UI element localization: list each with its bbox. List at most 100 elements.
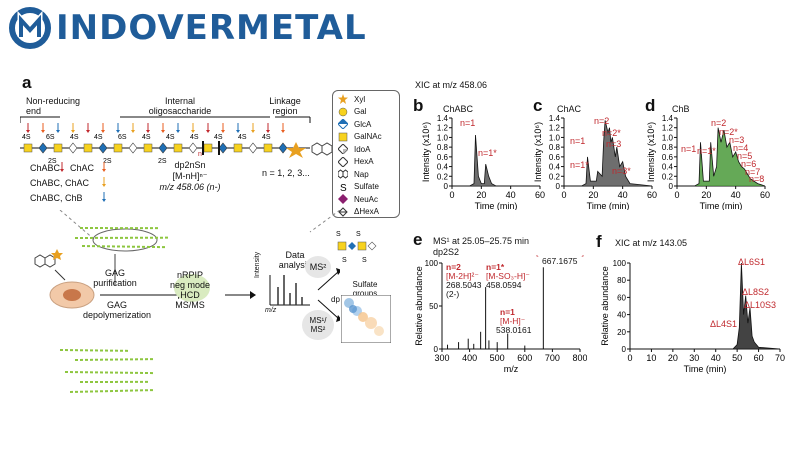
panel-f-chart: 010203040506070020406080100Time (min)Rel…: [598, 255, 788, 375]
x-tick-label: 20: [476, 190, 486, 200]
panel-b-chart: 020406000.20.40.60.81.01.21.4Time (min)I…: [420, 110, 545, 210]
diamond-outline-icon: [337, 157, 349, 167]
sulfate-top-label: 6S: [46, 134, 55, 141]
cleavage-arrowhead: [251, 130, 255, 133]
enzyme-arrows: [60, 160, 110, 205]
method-label: nRPIP neg mode HCD MS/MS: [165, 270, 215, 310]
peak-label: n=1: [460, 118, 475, 128]
x-tick-label: 60: [754, 353, 764, 363]
x-axis-label: m/z: [504, 364, 519, 374]
legend-label: IdoA: [354, 145, 370, 154]
panel-e-chart: 300400500600700800050100m/zRelative abun…: [412, 255, 587, 375]
y-tick-label: 0.2: [549, 172, 561, 181]
peak-label: n=1: [681, 144, 696, 154]
y-tick-label: 0.4: [549, 163, 561, 172]
uronic-acid-diamond-icon: [159, 143, 167, 153]
cleavage-arrowhead: [56, 130, 60, 133]
logo[interactable]: INDOVERMETAL: [8, 6, 367, 50]
y-axis-label: Relative abundance: [600, 266, 610, 346]
ms2-bubble: MS²: [305, 256, 331, 278]
x-tick-label: 0: [561, 190, 566, 200]
x-axis-label: Time (min): [587, 201, 630, 210]
galnac-square-icon: [204, 144, 212, 152]
legend-row: Gal: [333, 106, 399, 119]
x-tick-label: 800: [572, 353, 587, 363]
oligosaccharide-chain: [60, 350, 130, 351]
legend-label: NeuAc: [354, 195, 378, 204]
uronic-acid-diamond-icon: [39, 143, 47, 153]
panel-f-letter: f: [596, 232, 602, 252]
cleavage-arrowhead: [86, 130, 90, 133]
s-letter-icon: S: [337, 182, 349, 192]
cleavage-arrowhead: [191, 130, 195, 133]
xic-trace-fill: [452, 135, 540, 186]
y-tick-label: 1.4: [662, 114, 674, 123]
oligosaccharide-chain: [65, 372, 155, 373]
uronic-acid-diamond-icon: [279, 143, 287, 153]
panel-c-chart: 020406000.20.40.60.81.01.21.4Time (min)I…: [532, 110, 657, 210]
y-tick-label: 0.6: [549, 153, 561, 162]
dp-sulfate-heatmap: [341, 295, 391, 343]
legend-row: GalNAc: [333, 131, 399, 144]
galnac-square-icon: [234, 144, 242, 152]
x-tick-label: 10: [646, 353, 656, 363]
mz-label: m/z 458.06 (n-): [150, 182, 230, 192]
peak-label: ΔL6S1: [738, 257, 765, 267]
y-tick-label: 1.4: [437, 114, 449, 123]
y-tick-label: 0: [434, 345, 439, 354]
galnac-square-icon: [24, 144, 32, 152]
legend-label: Nap: [354, 170, 369, 179]
x-tick-label: 40: [731, 190, 741, 200]
oligosaccharide-chain: [70, 390, 155, 392]
y-tick-label: 80: [617, 276, 626, 285]
y-axis-label: Intensity (x10⁶): [533, 122, 543, 182]
y-tick-label: 0.8: [549, 143, 561, 152]
cleavage-arrowhead: [281, 130, 285, 133]
legend-label: GlcA: [354, 120, 371, 129]
heatmap-blob: [374, 326, 384, 336]
peak-label: n=8: [749, 174, 764, 184]
y-tick-label: 1.2: [662, 124, 674, 133]
ms1-ms2-bubble: MS¹/ MS²: [302, 310, 334, 340]
sulfate-top-label: 4S: [214, 134, 223, 141]
y-tick-label: 0.8: [437, 143, 449, 152]
x-tick-label: 0: [449, 190, 454, 200]
legend-label: Xyl: [354, 95, 365, 104]
y-tick-label: 50: [429, 302, 438, 311]
legend-label: HexA: [354, 157, 374, 166]
y-tick-label: 1.2: [437, 124, 449, 133]
peak-label: n=3*: [612, 166, 631, 176]
cleavage-arrowhead: [266, 130, 270, 133]
ms-annotation: (2-): [446, 289, 459, 299]
y-tick-label: 0.6: [437, 153, 449, 162]
x-tick-label: 700: [545, 353, 560, 363]
galnac-square-icon: [54, 144, 62, 152]
workflow-diagram: [20, 210, 340, 440]
y-tick-label: 0.8: [662, 143, 674, 152]
sulfate-top-label: 4S: [94, 134, 103, 141]
y-tick-label: 100: [613, 259, 627, 268]
purple-diamond-icon: [337, 194, 349, 204]
cleavage-arrowhead: [161, 130, 165, 133]
mini-mz-label: m/z: [265, 307, 276, 314]
uronic-acid-diamond-icon: [189, 143, 197, 153]
y-tick-label: 1.0: [437, 133, 449, 142]
monosaccharide-legend: XylGalGlcAGalNAcIdoAHexANapSSulfateNeuAc…: [332, 90, 400, 218]
naphthalene-icon: [337, 169, 349, 179]
x-tick-label: 40: [711, 353, 721, 363]
cleavage-arrowhead: [26, 130, 30, 133]
ms-annotation: 538.0161: [496, 325, 532, 335]
galnac-square-icon: [174, 144, 182, 152]
x-tick-label: 40: [618, 190, 628, 200]
sulfate-top-label: 4S: [262, 134, 271, 141]
y-tick-label: 0.4: [437, 163, 449, 172]
ms-annotation: 458.0594: [486, 280, 522, 290]
y-tick-label: 0: [669, 182, 674, 191]
y-tick-label: 0.2: [662, 172, 674, 181]
xyl-star-icon: [286, 142, 306, 158]
ms-annotation: 667.1675: [542, 256, 578, 266]
ion-label: [M-nH]ⁿ⁻: [160, 171, 220, 182]
y-tick-label: 0: [444, 182, 449, 191]
galnac-square-icon: [264, 144, 272, 152]
yellow-square-icon: [337, 132, 349, 142]
